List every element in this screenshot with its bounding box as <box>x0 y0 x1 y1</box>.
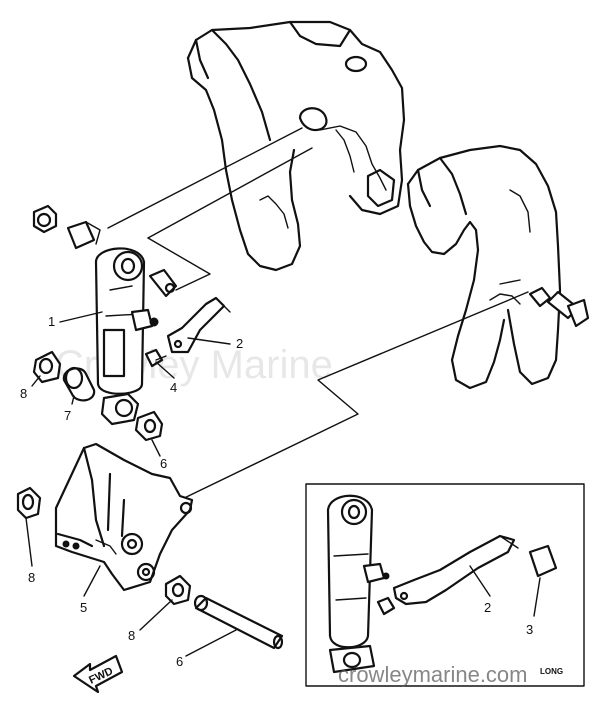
callout-4: 4 <box>170 380 177 395</box>
bushing-left-lower <box>16 486 42 520</box>
callout-2: 2 <box>236 336 243 351</box>
clamp-bracket-left <box>186 20 406 272</box>
callout-8-lower: 8 <box>128 628 135 643</box>
tilt-cylinder <box>94 247 159 395</box>
long-label: LONG <box>540 667 563 676</box>
callout-7: 7 <box>64 408 71 423</box>
callout-8-left: 8 <box>28 570 35 585</box>
callouts: 1 2 4 8 7 6 8 5 8 6 <box>20 311 243 669</box>
callout-6-mid: 6 <box>160 456 167 471</box>
callout-1: 1 <box>48 314 55 329</box>
tilt-pin <box>193 594 284 650</box>
watermark-bottom: crowleymarine.com <box>338 662 528 687</box>
lower-mount-bracket <box>54 442 194 592</box>
bushing-top <box>32 204 101 250</box>
clamp-bracket-right <box>406 144 562 390</box>
collar <box>62 366 96 402</box>
inset-detail: 2 3 LONG <box>305 483 585 687</box>
routing-lines <box>107 127 529 503</box>
bushing-mid <box>134 410 164 442</box>
lever-bracket <box>166 296 231 354</box>
inset-frame <box>305 483 585 687</box>
callout-6-bottom: 6 <box>176 654 183 669</box>
callout-2-inset: 2 <box>484 600 491 615</box>
bushing-lower <box>164 574 192 606</box>
bushing-left-upper <box>32 350 62 384</box>
callout-3: 3 <box>526 622 533 637</box>
hose-fitting <box>148 268 178 298</box>
callout-8-upper: 8 <box>20 386 27 401</box>
screw-small <box>144 348 167 368</box>
cylinder-lower-eye <box>100 392 140 426</box>
fwd-arrow-icon: FWD <box>72 654 124 694</box>
bolt-right <box>528 286 590 328</box>
callout-5: 5 <box>80 600 87 615</box>
